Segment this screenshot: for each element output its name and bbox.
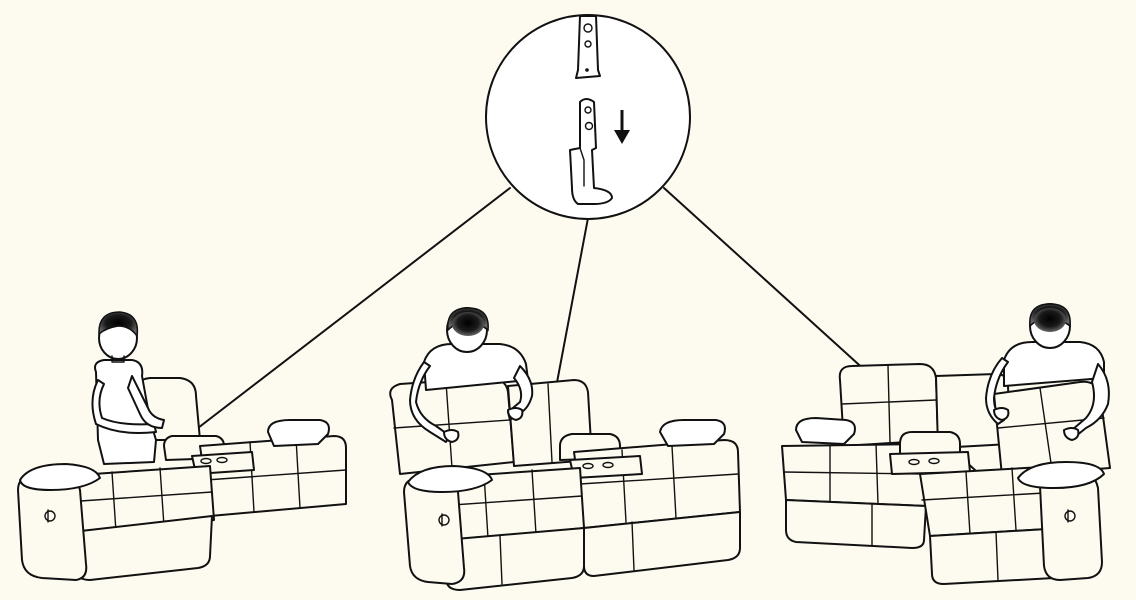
person-figure xyxy=(91,311,165,465)
callout-leader-line xyxy=(197,187,511,429)
bracket-plate-icon xyxy=(575,15,601,79)
step-3-illustration xyxy=(781,303,1111,585)
person-figure xyxy=(985,303,1110,441)
step-1-illustration xyxy=(17,311,347,581)
person-figure xyxy=(409,307,534,443)
detail-callout xyxy=(485,14,691,220)
step-2-illustration xyxy=(389,307,741,591)
bracket-with-arrow-icon xyxy=(569,98,613,205)
down-arrow-icon xyxy=(614,110,630,144)
